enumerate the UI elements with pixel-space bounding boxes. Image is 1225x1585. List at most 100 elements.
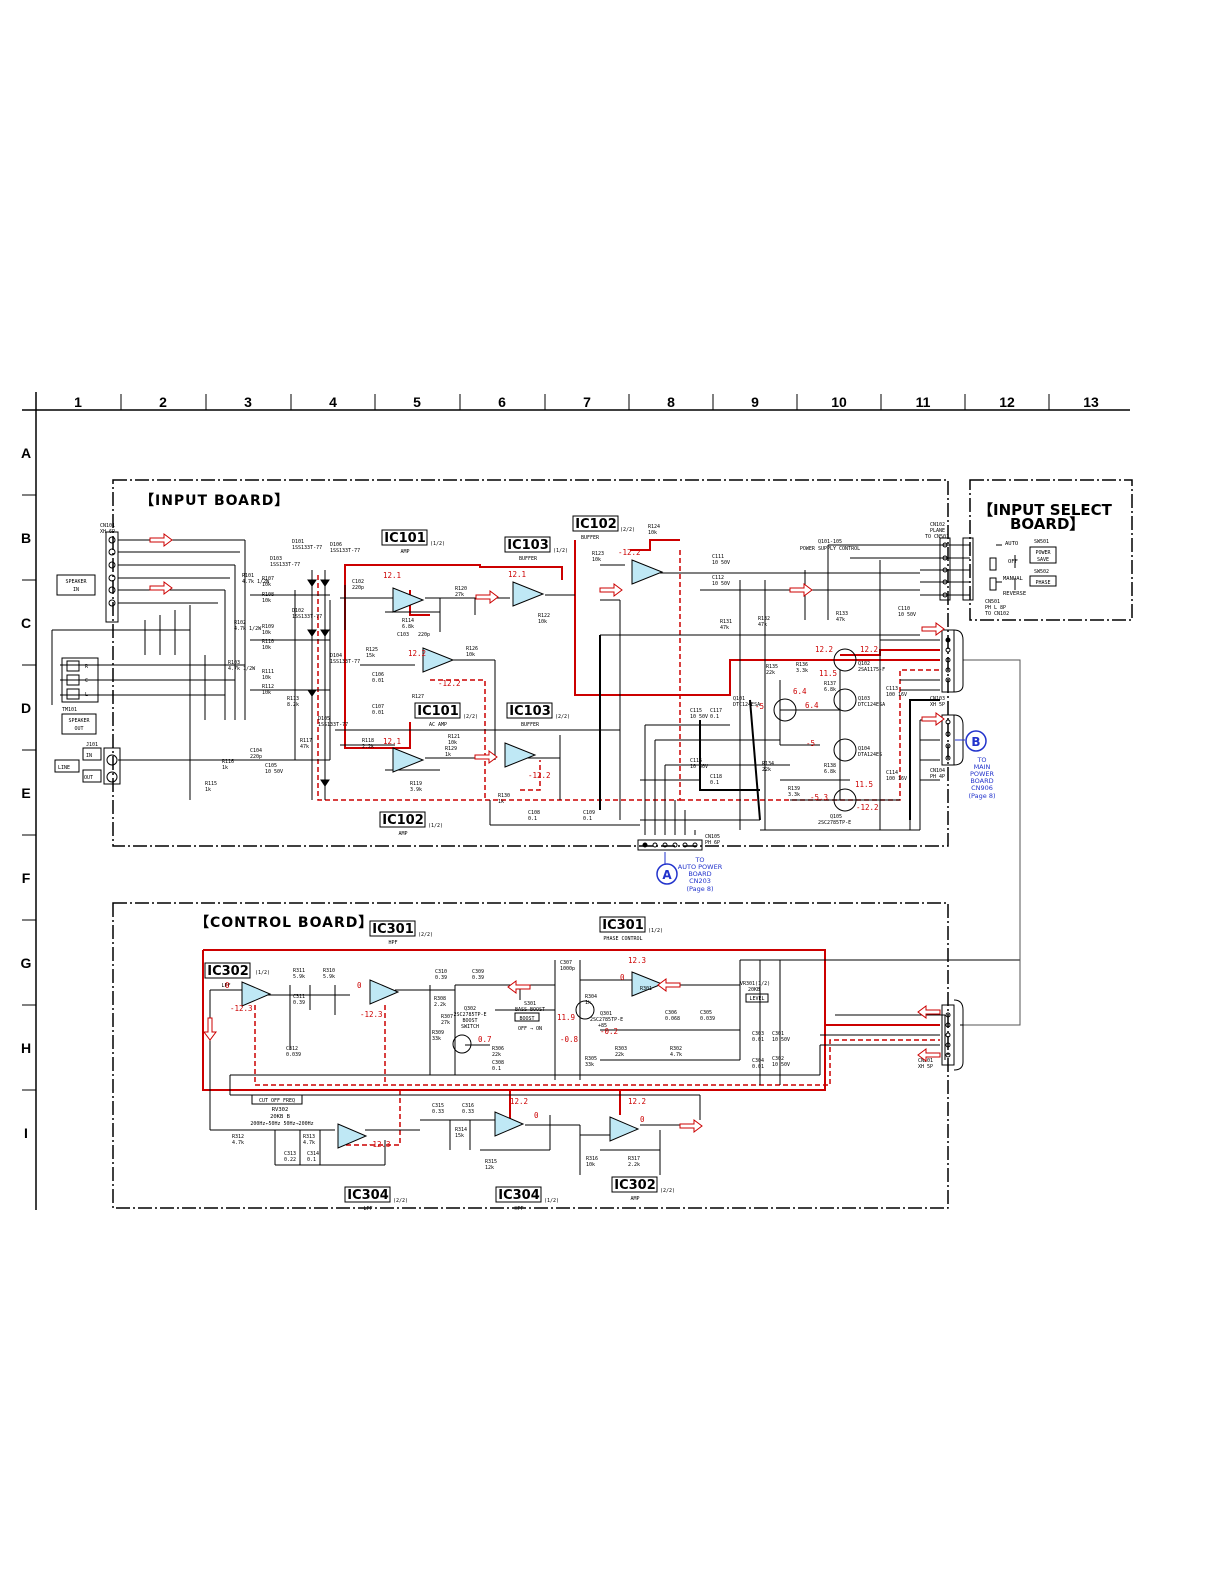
terminal-l: L (85, 692, 88, 698)
opamp-ic301a (369, 979, 400, 1005)
voltage: -12.3 (368, 1140, 391, 1149)
control-wiring (209, 959, 1021, 1175)
comp-ref: R118 (362, 738, 374, 744)
opamp-ic304a (337, 1123, 368, 1149)
comp-val: 47k (300, 744, 309, 750)
select-board-outline (969, 479, 1133, 621)
comp-ref: D104 (330, 653, 342, 659)
opamp-symbols (241, 559, 664, 1149)
comp-ref: C115 (690, 708, 702, 714)
comp-ref: D102 (292, 608, 304, 614)
comp-val: 0.039 (700, 1016, 715, 1022)
power-save-box: POWER SAVE (1029, 546, 1057, 564)
q101-part: DTC124ESA (733, 702, 760, 708)
voltage: 12.2 (628, 1097, 646, 1106)
q104-part: DTA124ES (858, 752, 882, 758)
col-label: 11 (916, 394, 931, 410)
row-label: I (24, 1125, 28, 1141)
row-label: A (21, 445, 31, 461)
select-off: OFF (1008, 559, 1018, 565)
cn103-label: CN103 (930, 696, 945, 702)
ic302b-title: IC302 (614, 1178, 656, 1193)
q104-symbol (833, 738, 857, 762)
comp-ref: C102 (352, 579, 364, 585)
comp-ref: C301 (772, 1031, 784, 1037)
diode-symbols (307, 579, 330, 787)
voltage: 11.5 (819, 669, 837, 678)
comp-ref: R315 (485, 1159, 497, 1165)
comp-val: 12k (485, 1165, 494, 1171)
d103-symbol (307, 629, 317, 637)
comp-val: 10 50V (265, 769, 283, 775)
voltage: 12.2 (860, 645, 878, 654)
ic304a-part: (2/2) (393, 1198, 408, 1204)
col-label: 2 (159, 394, 167, 410)
schematic-notes: Q101-105 POWER SUPPLY CONTROL CUT OFF FR… (250, 539, 860, 1127)
jack-out-label: OUT (84, 775, 93, 781)
comp-val: 5.9k (323, 974, 335, 980)
comp-val: 1k (205, 787, 211, 793)
comp-val: 220p (352, 585, 364, 591)
jack-in-label: IN (86, 753, 92, 759)
ic102a-func: BUFFER (581, 535, 600, 541)
comp-val: 2.2k (434, 1002, 446, 1008)
comp-ref: D101 (292, 539, 304, 545)
ref-a-line5: (Page 8) (686, 885, 713, 893)
note-power-supply-2: POWER SUPPLY CONTROL (800, 546, 860, 552)
comp-ref: R123 (592, 551, 604, 557)
voltage: 12.1 (383, 737, 401, 746)
comp-ref: R312 (232, 1134, 244, 1140)
ic101a-title: IC101 (384, 531, 426, 546)
ic102a-part: (2/2) (620, 527, 635, 533)
comp-ref: R131 (720, 619, 732, 625)
ic301b-func: PHASE CONTROL (603, 936, 642, 942)
col-label: 4 (329, 394, 337, 410)
comp-val: 10k (592, 557, 601, 563)
comp-val: 3.3k (796, 668, 808, 674)
comp-ref: R134 (762, 761, 774, 767)
terminal-c: C (85, 678, 88, 684)
q102-symbol (833, 648, 857, 672)
ref-a-letter: A (662, 868, 672, 882)
comp-val: 0.1 (307, 1157, 316, 1163)
col-label: 10 (831, 394, 847, 410)
ref-a-line1: TO (694, 856, 704, 864)
ic102b-title: IC102 (382, 813, 424, 828)
note-q302-2: 2SC2785TP-E (453, 1012, 486, 1018)
comp-val: 0.39 (472, 975, 484, 981)
speaker-out-line1: SPEAKER (68, 718, 90, 724)
input-board-title: 【INPUT BOARD】 (140, 493, 289, 509)
component-labels: R101 4.7k 1/2W R102 4.7k 1/2W R103 4.7k … (205, 524, 916, 1171)
col-label: 3 (244, 394, 252, 410)
comp-val: 47k (758, 622, 767, 628)
voltage: 0 (225, 981, 230, 990)
comp-ref: R103 (228, 660, 240, 666)
voltage: 0 (357, 981, 362, 990)
select-auto: AUTO (1005, 541, 1018, 547)
comp-ref: C314 (307, 1151, 319, 1157)
ic101a-part: (1/2) (430, 541, 445, 547)
comp-val: 1SS133T-77 (270, 562, 300, 568)
cn101-connector (105, 531, 119, 623)
row-label: D (21, 700, 31, 716)
comp-val: 4.7k 1/2W (234, 626, 262, 632)
note-boost-state: OFF → ON (518, 1026, 542, 1032)
comp-ref: C117 (710, 708, 722, 714)
q103-ref: Q103 (858, 696, 870, 702)
comp-val: 220p (418, 632, 430, 638)
ic103a-title: IC103 (507, 538, 549, 553)
d104-symbol (320, 629, 330, 637)
ic103b-func: BUFFER (521, 722, 540, 728)
grid-row-labels: A B C D E F G H I (21, 445, 32, 1141)
comp-ref: C112 (712, 575, 724, 581)
voltage: 6.4 (793, 687, 807, 696)
comp-val: 5.9k (293, 974, 305, 980)
comp-val: 6.8k (824, 769, 836, 775)
voltage: 12.2 (815, 645, 833, 654)
ic102b-func: AMP (398, 831, 407, 837)
voltage: 6.4 (805, 701, 819, 710)
ic103b-part: (2/2) (555, 714, 570, 720)
col-label: 6 (498, 394, 506, 410)
comp-ref: R111 (262, 669, 274, 675)
comp-val: 10 50V (690, 714, 708, 720)
